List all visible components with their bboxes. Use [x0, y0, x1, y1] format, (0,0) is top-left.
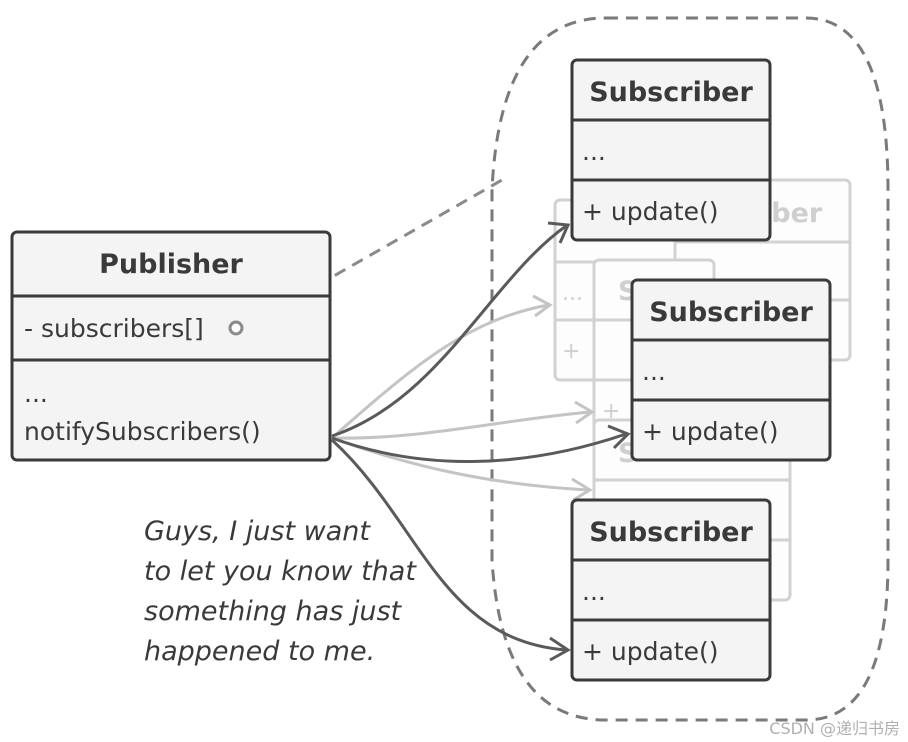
ghost-title-fragment: iber	[762, 198, 823, 229]
subscriber-bottom-title: Subscriber	[589, 517, 753, 548]
notification-arrows	[330, 221, 631, 662]
faded-arrow-1	[331, 303, 549, 440]
subscriber-class-box-middle: Subscriber ... + update()	[630, 278, 832, 462]
publisher-class-box: Publisher - subscribers[] ... notifySubs…	[10, 230, 332, 462]
subscriber-class-box-bottom: Subscriber ... + update()	[570, 498, 772, 682]
subscriber-middle-title: Subscriber	[649, 297, 813, 328]
publisher-title: Publisher	[99, 249, 243, 280]
subscriber-top-title: Subscriber	[589, 77, 753, 108]
subscriber-top-ellipsis: ...	[582, 137, 606, 166]
subscriber-bottom-method-update: + update()	[582, 637, 719, 666]
subscriber-middle-method-update: + update()	[642, 417, 779, 446]
arrow-to-middle-subscriber	[331, 432, 627, 463]
publisher-field-subscribers: - subscribers[]	[24, 314, 204, 343]
subscriber-middle-ellipsis: ...	[642, 357, 666, 386]
ghost-ellipsis: ...	[562, 281, 583, 306]
subscribers-group-outline	[490, 16, 890, 722]
watermark: CSDN @递归书房	[769, 719, 900, 738]
note-line-2: to let you know that	[144, 556, 417, 587]
faded-arrow-2	[331, 410, 591, 440]
note-line-4: happened to me.	[144, 636, 375, 667]
subscriber-class-box-top: Subscriber ... + update()	[570, 58, 772, 242]
ghost-plus-2: +	[602, 399, 620, 424]
publisher-ellipsis: ...	[24, 379, 48, 408]
subscriber-top-method-update: + update()	[582, 197, 719, 226]
faded-arrows	[331, 294, 595, 502]
subscribers-reference-dot	[228, 320, 244, 336]
ghost-plus: +	[562, 339, 580, 364]
arrow-to-bottom-subscriber	[330, 438, 567, 652]
arrow-to-top-subscriber	[331, 224, 567, 438]
publisher-method-notify: notifySubscribers()	[24, 417, 261, 446]
note-line-1: Guys, I just want	[144, 516, 371, 547]
subscriber-bottom-ellipsis: ...	[582, 577, 606, 606]
publisher-note: Guys, I just want to let you know that s…	[144, 516, 417, 667]
note-line-3: something has just	[144, 596, 403, 627]
